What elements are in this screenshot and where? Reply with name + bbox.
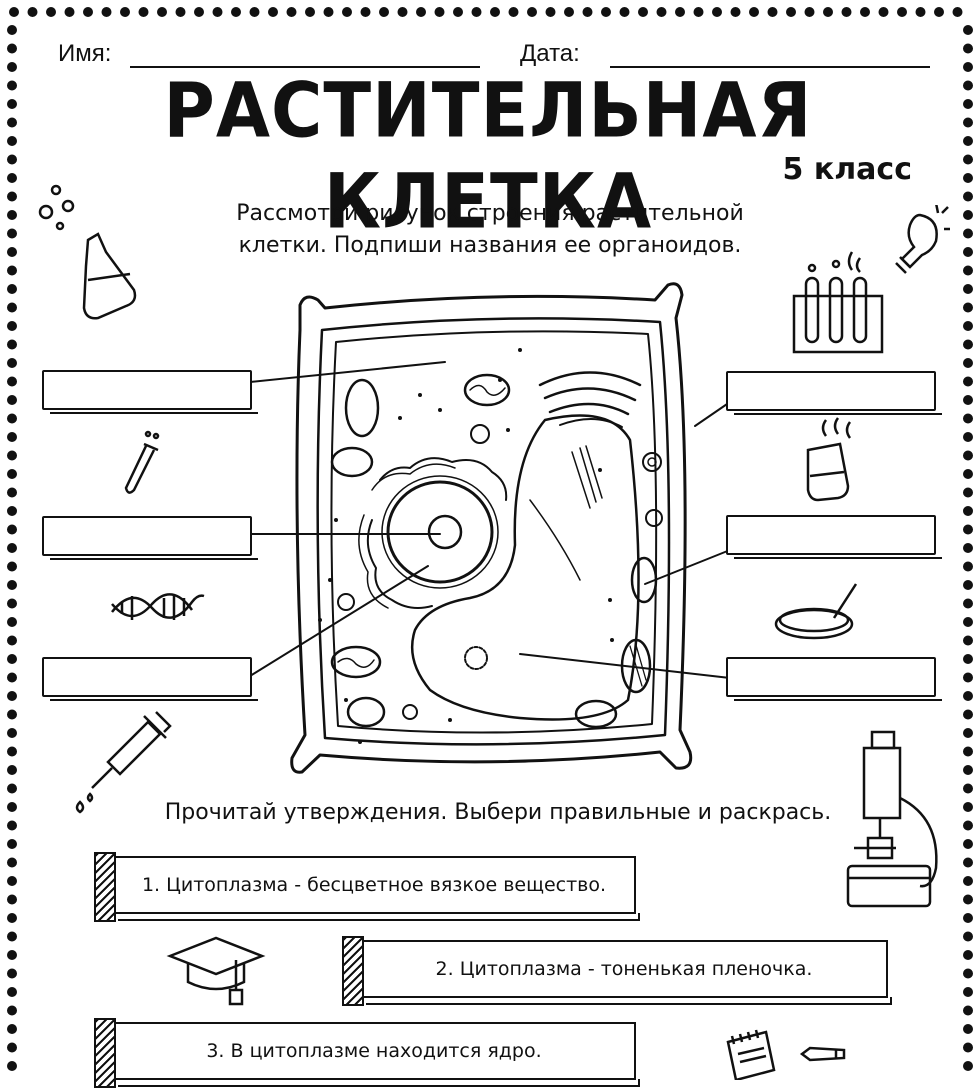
instruction-line-2: клетки. Подпиши названия ее органоидов. [238, 233, 742, 258]
petri-dish-icon [774, 583, 858, 640]
microscope-icon [846, 730, 938, 908]
vacuole [410, 414, 640, 721]
test-tube-icon [124, 430, 160, 494]
golgi [538, 371, 642, 387]
name-label: Имя: [58, 40, 112, 67]
nucleus [386, 480, 494, 584]
label-box-left-1[interactable] [42, 370, 258, 414]
label-box-left-3[interactable] [42, 657, 258, 701]
statement-3[interactable]: 3. В цитоплазме находится ядро. [94, 1018, 640, 1088]
name-field[interactable] [130, 66, 480, 68]
statement-1[interactable]: 1. Цитоплазма - бесцветное вязкое вещест… [94, 852, 640, 922]
instruction: Рассмотри рисунок строения растительной … [180, 198, 800, 262]
lightbulb-icon [895, 205, 950, 274]
label-box-right-2[interactable] [726, 515, 942, 559]
date-field[interactable] [610, 66, 930, 68]
graduation-cap-icon [166, 936, 266, 1006]
statement-2[interactable]: 2. Цитоплазма - тоненькая пленочка. [342, 936, 892, 1006]
instruction-line-1: Рассмотри рисунок строения растительной [236, 201, 744, 226]
flask-icon [38, 184, 137, 320]
dna-icon [111, 593, 205, 620]
syringe-icon [75, 711, 172, 814]
task-instruction: Прочитай утверждения. Выбери правильные … [164, 800, 832, 825]
chloroplast [463, 373, 511, 407]
cell-membrane [330, 330, 658, 734]
label-box-left-2[interactable] [42, 516, 258, 560]
label-box-right-1[interactable] [726, 371, 942, 415]
notepad-icon [726, 1029, 776, 1080]
page-title: РАСТИТЕЛЬНАЯ КЛЕТКА [163, 66, 813, 246]
beaker-icon [806, 417, 852, 502]
pencil-icon [799, 1046, 846, 1062]
nucleolus [427, 514, 463, 550]
grade-label: 5 класс [782, 152, 912, 187]
date-label: Дата: [520, 40, 580, 67]
test-tubes-icon [792, 251, 884, 354]
cell-wall [290, 282, 693, 774]
label-box-right-3[interactable] [726, 657, 942, 701]
plant-cell-diagram [249, 282, 731, 774]
